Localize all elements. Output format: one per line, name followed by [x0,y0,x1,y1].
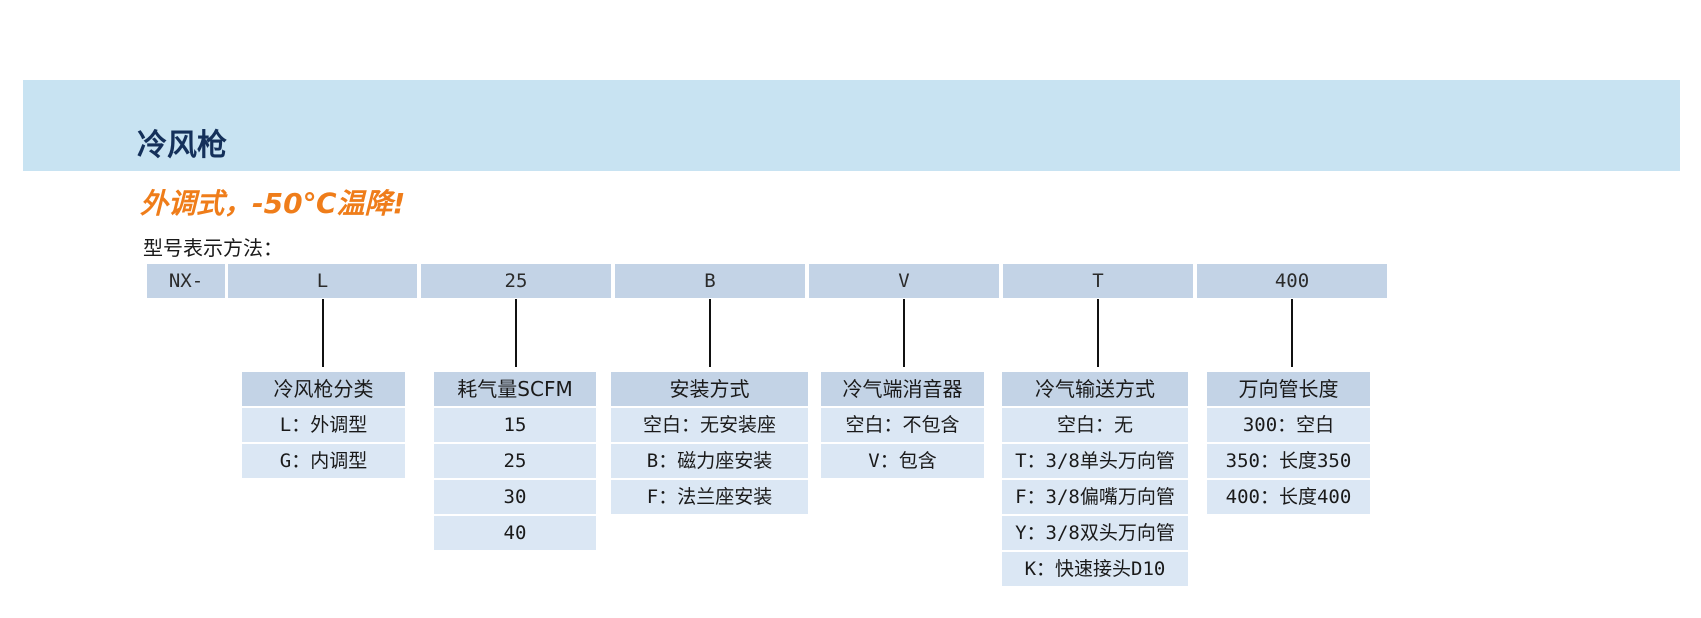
legend-item: 350：长度350 [1207,444,1370,478]
legend-item: 25 [434,444,596,478]
legend-item: 15 [434,408,596,442]
legend-item: L：外调型 [242,408,405,442]
legend-item: 400：长度400 [1207,480,1370,514]
legend-header: 冷气端消音器 [821,372,984,406]
connector-line-hose-length [1291,299,1293,367]
legend-item: Y：3/8双头万向管 [1002,516,1188,550]
code-segment-type: L [228,264,417,298]
model-method-label: 型号表示方法： [143,236,283,260]
page-subtitle: 外调式，-50℃温降! [140,187,406,220]
legend-header: 耗气量SCFM [434,372,596,406]
page-title: 冷风枪 [137,128,227,163]
legend-item: T：3/8单头万向管 [1002,444,1188,478]
connector-line-air-consumption [515,299,517,367]
code-segment-air-consumption: 25 [421,264,611,298]
legend-item: 空白：无 [1002,408,1188,442]
header-banner [23,80,1680,171]
legend-header: 冷风枪分类 [242,372,405,406]
legend-header: 安装方式 [611,372,808,406]
legend-item: F：3/8偏嘴万向管 [1002,480,1188,514]
code-segment-muffler: V [809,264,999,298]
legend-item: 40 [434,516,596,550]
legend-item: K：快速接头D10 [1002,552,1188,586]
legend-item: F：法兰座安装 [611,480,808,514]
legend-item: 30 [434,480,596,514]
connector-line-type [322,299,324,367]
legend-item: V：包含 [821,444,984,478]
legend-header: 万向管长度 [1207,372,1370,406]
code-segment-mounting: B [615,264,805,298]
legend-item: B：磁力座安装 [611,444,808,478]
connector-line-mounting [709,299,711,367]
legend-item: 空白：不包含 [821,408,984,442]
legend-item: 300：空白 [1207,408,1370,442]
connector-line-muffler [903,299,905,367]
code-segment-hose-length: 400 [1197,264,1387,298]
code-segment-delivery: T [1003,264,1193,298]
code-segment-prefix: NX- [147,264,225,298]
legend-item: 空白：无安装座 [611,408,808,442]
legend-header: 冷气输送方式 [1002,372,1188,406]
legend-item: G：内调型 [242,444,405,478]
connector-line-delivery [1097,299,1099,367]
